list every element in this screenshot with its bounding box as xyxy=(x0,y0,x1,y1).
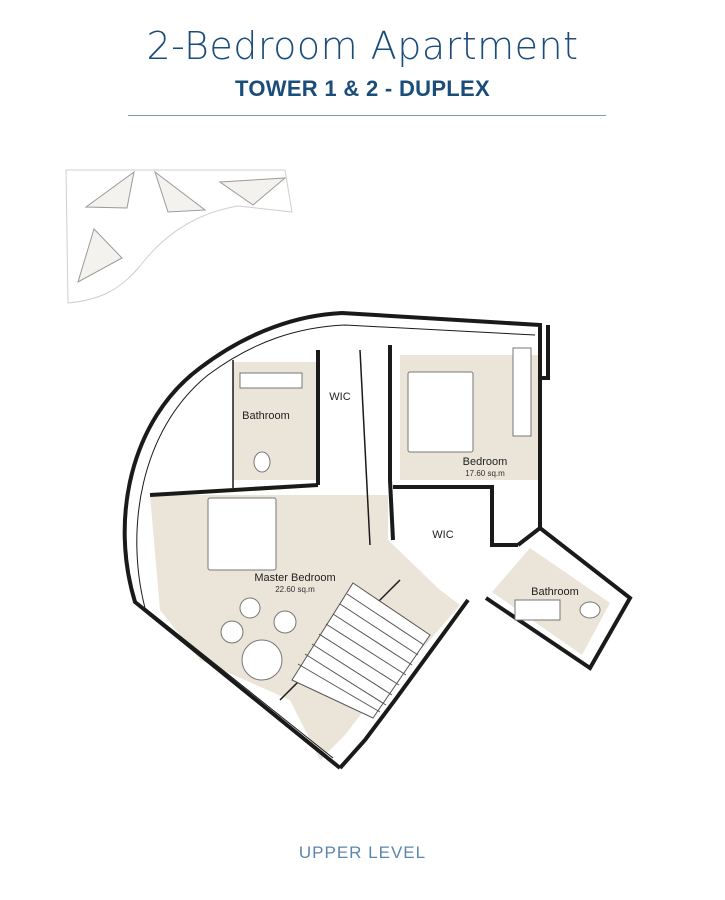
bed-icon xyxy=(407,371,474,453)
key-site-plan xyxy=(65,169,293,304)
room-label: WIC xyxy=(432,529,453,541)
room-label: Master Bedroom xyxy=(254,572,335,584)
title-divider xyxy=(128,115,606,116)
bed-icon xyxy=(207,497,277,571)
level-label: UPPER LEVEL xyxy=(298,843,427,862)
room-area: 17.60 sq.m xyxy=(465,469,505,478)
room-label: WIC xyxy=(329,391,350,403)
vanity-icon xyxy=(239,372,303,389)
page-title: 2-Bedroom Apartment xyxy=(146,24,579,68)
vanity-icon xyxy=(514,599,561,621)
table-icon xyxy=(241,639,283,681)
room-label: Bedroom xyxy=(463,456,508,468)
staircase xyxy=(291,582,431,719)
furniture xyxy=(207,347,601,681)
page-subtitle: TOWER 1 & 2 - DUPLEX xyxy=(235,76,490,101)
toilet-icon xyxy=(253,451,271,473)
room-label: Bathroom xyxy=(242,410,290,422)
desk-icon xyxy=(512,347,532,437)
room-area: 22.60 sq.m xyxy=(275,585,315,594)
room-label: Bathroom xyxy=(531,586,579,598)
